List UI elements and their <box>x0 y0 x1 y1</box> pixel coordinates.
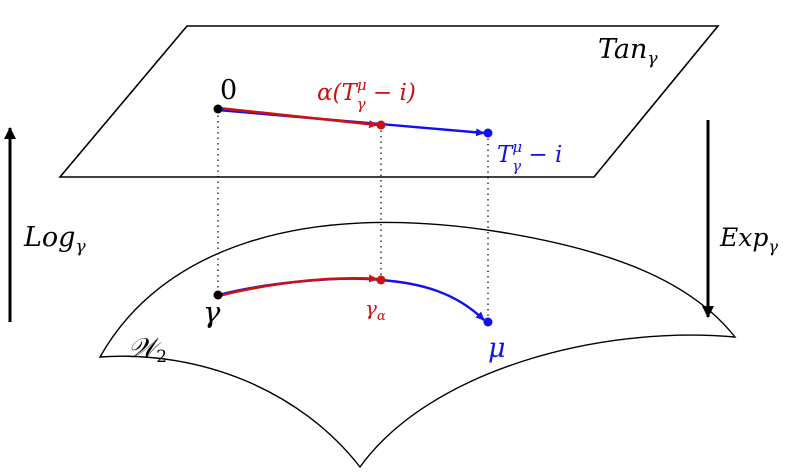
manifold-surface <box>98 221 737 469</box>
log-map-label: Logγ <box>23 222 86 257</box>
tangent-plane <box>58 25 720 178</box>
geodesic-alpha <box>217 274 378 298</box>
gamma-alpha-label: γα <box>365 296 386 324</box>
gamma-point <box>213 290 223 300</box>
tangent-end-point <box>483 128 493 138</box>
gamma-label: γ <box>203 295 221 329</box>
exp-map-label: Expγ <box>719 223 778 256</box>
origin-point <box>213 104 223 114</box>
alpha-point <box>376 120 386 130</box>
geodesic-full <box>217 277 485 321</box>
origin-label: 0 <box>220 75 237 106</box>
manifold-label: 𝒲2 <box>128 333 167 367</box>
mu-label: μ <box>488 333 506 364</box>
tangent-plane-label: Tanγ <box>598 34 658 69</box>
mu-point <box>483 317 493 327</box>
gamma-alpha-point <box>376 275 386 285</box>
tangent-vector-alpha <box>217 106 378 129</box>
